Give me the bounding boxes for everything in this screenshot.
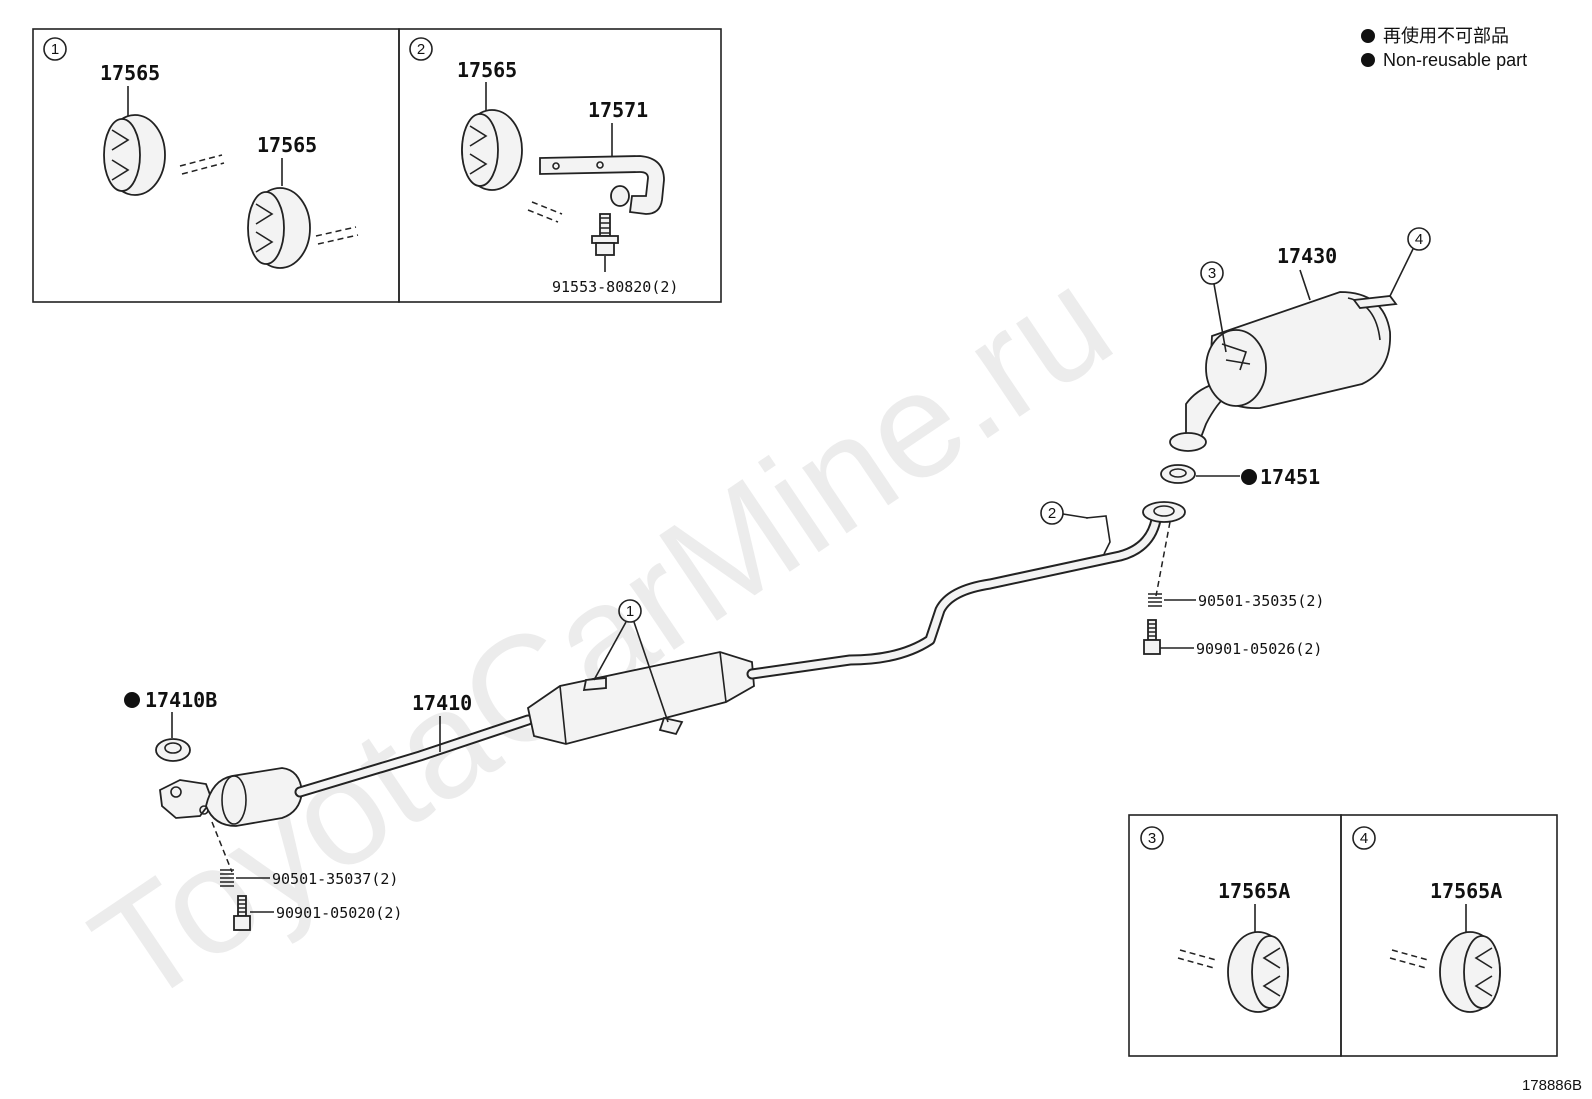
non-reusable-bullet-icon — [1361, 29, 1375, 43]
part-90901-05020-label: 90901-05020(2) — [276, 904, 402, 922]
part-17410b-label: 17410B — [145, 688, 217, 712]
spring-icon — [220, 869, 234, 887]
callout-1: 1 — [626, 603, 634, 620]
diagram-code: 178886B — [1522, 1077, 1582, 1094]
bolt-icon — [591, 213, 619, 256]
part-17430-label: 17430 — [1277, 244, 1337, 268]
part-90501-35037-label: 90501-35037(2) — [272, 870, 398, 888]
callout-1-circle — [618, 599, 642, 623]
bolt-icon — [1143, 619, 1161, 655]
inset-4: 4 17565A — [1340, 814, 1558, 1057]
bolt-icon — [233, 895, 251, 931]
rear-pipe-hanger-icon — [1085, 515, 1111, 555]
gasket-ring-icon — [155, 738, 191, 762]
inset-2-part-bracket: 17571 — [588, 98, 648, 122]
gasket-ring-icon — [1160, 464, 1196, 484]
rubber-hanger-icon — [247, 187, 311, 269]
inset-1-part-hanger-a: 17565 — [100, 61, 160, 85]
legend-jp: 再使用不可部品 — [1383, 26, 1509, 46]
inset-4-number-circle — [1352, 826, 1376, 850]
inset-2-number: 2 — [417, 41, 425, 58]
inset-3-frame — [1128, 814, 1342, 1057]
spring-icon — [1148, 593, 1162, 607]
inset-1-number: 1 — [51, 41, 59, 58]
rear-pipe-flange-icon — [1142, 501, 1186, 523]
rubber-hanger-icon — [103, 114, 166, 196]
callout-3-circle — [1200, 261, 1224, 285]
non-reusable-bullet-icon — [124, 692, 140, 708]
callout-2: 2 — [1048, 505, 1056, 522]
inset-3-number-circle — [1140, 826, 1164, 850]
inset-2-part-hanger: 17565 — [457, 58, 517, 82]
rubber-hanger-icon — [461, 109, 523, 191]
legend: 再使用不可部品 Non-reusable part — [1361, 26, 1527, 70]
part-17410-label: 17410 — [412, 691, 472, 715]
non-reusable-bullet-icon — [1361, 53, 1375, 67]
inset-3-number: 3 — [1148, 830, 1156, 847]
part-17451-label: 17451 — [1260, 465, 1320, 489]
pipe-hanger-icon — [658, 716, 684, 736]
callout-4-circle — [1407, 227, 1431, 251]
non-reusable-bullet-icon — [1241, 469, 1257, 485]
inset-3: 3 17565A — [1128, 814, 1342, 1057]
exhaust-system: 17410B — [124, 227, 1431, 931]
legend-en: Non-reusable part — [1383, 50, 1527, 70]
inset-4-number: 4 — [1360, 830, 1368, 847]
rubber-hanger-icon — [1439, 931, 1501, 1013]
inset-2-part-bolt: 91553-80820(2) — [552, 278, 678, 296]
muffler-icon — [1169, 291, 1398, 452]
center-resonator-icon — [526, 651, 755, 745]
inset-2-number-circle — [409, 37, 433, 61]
inset-1-number-circle — [43, 37, 67, 61]
part-90901-05026-label: 90901-05026(2) — [1196, 640, 1322, 658]
callout-2-circle — [1040, 501, 1064, 525]
rubber-hanger-icon — [1227, 931, 1289, 1013]
inset-3-part-hanger: 17565A — [1218, 879, 1290, 903]
hanger-bracket-icon — [539, 155, 665, 215]
callout-4: 4 — [1415, 231, 1423, 248]
inset-1-part-hanger-b: 17565 — [257, 133, 317, 157]
inset-2-frame — [398, 28, 722, 303]
watermark: ToyotaCarMine.ru — [64, 235, 1139, 1036]
inset-4-part-hanger: 17565A — [1430, 879, 1502, 903]
pipe-hanger-icon — [582, 677, 607, 692]
inset-1: 1 17565 17565 — [32, 28, 400, 303]
part-90501-35035-label: 90501-35035(2) — [1198, 592, 1324, 610]
inset-2: 2 17565 17571 91553-80820(2) — [398, 28, 722, 303]
inset-4-frame — [1340, 814, 1558, 1057]
callout-3: 3 — [1208, 265, 1216, 282]
